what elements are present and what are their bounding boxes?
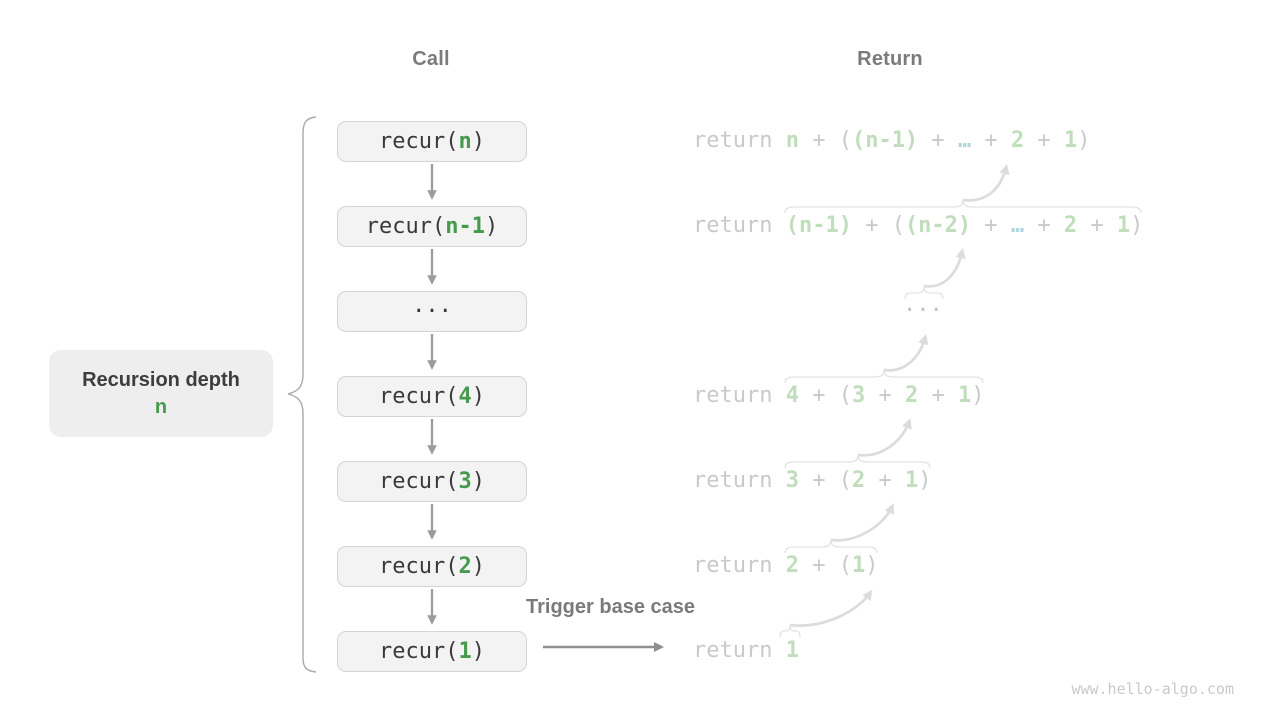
code-token: ··· [412,299,452,324]
code-token: (n-2) [904,213,972,238]
call-box-ellipsis: ··· [337,291,527,332]
recursion-depth-label: Recursion depth n [49,350,273,437]
code-token: ) [484,214,499,239]
code-token: + [1024,128,1064,153]
call-box-recur-3: recur(3) [337,461,527,502]
code-token: (n-1) [851,128,919,153]
return-line-ellipsis: ··· [903,291,943,331]
code-token: return [693,468,786,493]
code-token: + [971,128,1011,153]
unwind-arrow-2 [923,247,966,288]
return-column-header: Return [857,48,923,70]
code-token: 4 [785,383,799,408]
code-token: return [693,128,786,153]
code-token: ) [1077,128,1091,153]
code-token: 2 [458,554,472,579]
unwind-arrow-3 [883,334,929,372]
code-token: return [693,638,786,663]
return-line-1: return n + ((n-1) + … + 2 + 1) [693,121,1090,161]
code-token: recur( [379,129,459,154]
code-token: + [918,383,958,408]
code-token: … [1010,213,1025,238]
code-token: ) [471,639,485,664]
return-line-2: return (n-1) + ((n-2) + … + 2 + 1) [693,206,1143,246]
code-token: n-1 [445,214,485,239]
code-token: ) [971,383,985,408]
code-token: return [693,553,786,578]
code-token: n [458,129,472,154]
call-column-header: Call [412,48,450,70]
code-token: n [785,128,799,153]
code-token: return [693,383,786,408]
trigger-base-case-label: Trigger base case [526,596,695,618]
return-line-5: return 3 + (2 + 1) [693,461,931,501]
code-token: 2 [1063,213,1078,238]
code-token: ) [918,468,932,493]
call-box-recur-n: recur(n) [337,121,527,162]
code-token: … [957,128,972,153]
return-line-7: return 1 [693,631,799,671]
code-token: recur( [379,554,459,579]
call-box-recur-n-1: recur(n-1) [337,206,527,247]
unwind-arrow-6 [789,589,873,627]
code-token: 1 [1116,213,1131,238]
code-token: + ( [798,468,852,493]
code-token: 1 [785,638,799,663]
code-token: + [865,383,905,408]
code-token: 2 [851,468,866,493]
code-token: ) [865,553,879,578]
code-token: + [918,128,958,153]
code-token: 1 [1063,128,1078,153]
code-token: + [1077,213,1117,238]
unwind-arrow-1 [962,164,1010,202]
watermark: www.hello-algo.com [1071,680,1234,698]
code-token: ) [471,554,485,579]
code-token: 1 [458,639,472,664]
code-token: + [1024,213,1064,238]
return-line-4: return 4 + (3 + 2 + 1) [693,376,984,416]
code-token: ··· [903,298,943,323]
code-token: 2 [904,383,919,408]
code-token: + [971,213,1011,238]
recursion-depth-text: Recursion depth [82,368,240,391]
code-token: recur( [379,639,459,664]
unwind-arrow-5 [830,503,894,542]
code-token: + ( [851,213,905,238]
code-token: recur( [379,384,459,409]
code-token: + ( [798,383,852,408]
code-token: return [693,213,786,238]
call-box-recur-4: recur(4) [337,376,527,417]
code-token: 4 [458,384,472,409]
code-token: 2 [785,553,799,578]
code-token: + ( [798,553,852,578]
code-token: 2 [1010,128,1025,153]
code-token: 1 [851,553,866,578]
code-token: ) [471,129,485,154]
unwind-arrow-4 [857,418,912,457]
code-token: 1 [904,468,919,493]
code-token: 3 [851,383,866,408]
call-box-recur-1: recur(1) [337,631,527,672]
return-line-6: return 2 + (1) [693,546,878,586]
code-token: ) [1130,213,1144,238]
code-token: 1 [957,383,972,408]
code-token: (n-1) [785,213,852,238]
code-token: + ( [798,128,852,153]
code-token: ) [471,469,485,494]
recursion-depth-value: n [154,395,168,418]
code-token: + [865,468,905,493]
code-token: 3 [785,468,799,493]
code-token: recur( [379,469,459,494]
code-token: ) [471,384,485,409]
depth-brace [287,116,317,673]
code-token: 3 [458,469,472,494]
code-token: recur( [365,214,446,239]
call-box-recur-2: recur(2) [337,546,527,587]
